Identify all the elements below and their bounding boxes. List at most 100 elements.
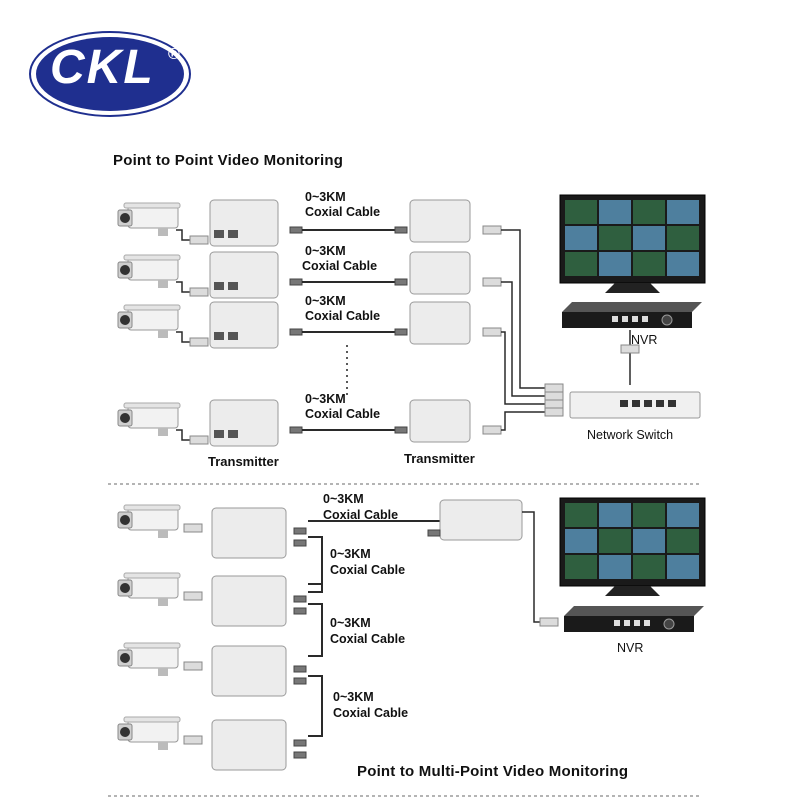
cable-line	[501, 281, 545, 397]
nvr-button	[634, 620, 640, 626]
cable-line	[308, 675, 323, 737]
camera-icon	[117, 642, 181, 676]
cable-line	[176, 429, 192, 441]
connector-icon	[544, 383, 564, 393]
connector-icon	[482, 425, 502, 435]
connector-icon	[544, 399, 564, 409]
device-port	[214, 282, 224, 290]
connector-icon	[189, 235, 209, 245]
s2-cable-type-4: Coxial Cable	[333, 706, 409, 720]
cable-line	[176, 331, 192, 343]
s2-cable-type-1: Coxial Cable	[323, 508, 399, 522]
monitor-tile	[565, 226, 597, 250]
bnc-connector-icon	[293, 607, 307, 615]
transmitter-left-label: Transmitter	[208, 454, 279, 469]
cable-line	[522, 511, 545, 623]
monitor-tile	[565, 200, 597, 224]
connector-icon	[482, 225, 502, 235]
s2-cable-distance-4: 0~3KM	[333, 690, 374, 704]
monitor-tile	[599, 503, 631, 527]
bnc-connector-icon	[394, 426, 408, 434]
monitor-tile	[667, 226, 699, 250]
cable-line	[308, 536, 323, 585]
monitor-stand	[605, 283, 660, 293]
transmitter-device	[209, 251, 279, 299]
connector-icon	[539, 617, 559, 627]
bnc-connector-icon	[289, 328, 303, 336]
switch-port	[632, 400, 640, 407]
logo-registered: ®	[168, 46, 180, 63]
nvr-top	[564, 606, 704, 616]
device-port	[214, 430, 224, 438]
s2-cable-distance-3: 0~3KM	[330, 616, 371, 630]
cable-line	[176, 281, 192, 293]
monitor-tile	[565, 252, 597, 276]
monitor-tile	[633, 200, 665, 224]
s1-cable-type-1: Coxial Cable	[305, 205, 381, 219]
s1-cable-type-2: Coxial Cable	[302, 259, 378, 273]
section1-title: Point to Point Video Monitoring	[113, 152, 344, 169]
bnc-connector-icon	[394, 278, 408, 286]
nvr-button	[622, 316, 628, 322]
nvr-label-bottom: NVR	[617, 641, 644, 655]
cable-line	[308, 603, 323, 657]
monitor-tile	[667, 252, 699, 276]
camera-icon	[117, 716, 181, 750]
connector-icon	[482, 327, 502, 337]
s1-cable-type-3: Coxial Cable	[305, 309, 381, 323]
multi-transmitter-device	[211, 575, 287, 627]
cable-line	[308, 584, 323, 593]
nvr-button	[644, 620, 650, 626]
bnc-connector-icon	[394, 226, 408, 234]
switch-port	[656, 400, 664, 407]
nvr-label-top: NVR	[631, 333, 658, 347]
bnc-connector-icon	[293, 595, 307, 603]
connector-icon	[189, 287, 209, 297]
monitor-tile	[599, 200, 631, 224]
bnc-connector-icon	[293, 677, 307, 685]
nvr-button	[642, 316, 648, 322]
monitor-tile	[667, 555, 699, 579]
connector-icon	[544, 391, 564, 401]
cable-line	[176, 229, 192, 241]
monitor-tile	[599, 226, 631, 250]
central-receiver-device	[439, 499, 523, 541]
camera-icon	[117, 402, 181, 436]
connector-icon	[183, 735, 203, 745]
nvr-button	[624, 620, 630, 626]
monitor-tile	[633, 555, 665, 579]
receiver-device	[409, 251, 471, 295]
network-switch-label: Network Switch	[587, 428, 674, 442]
switch-port	[668, 400, 676, 407]
connector-icon	[183, 661, 203, 671]
camera-icon	[117, 304, 181, 338]
bnc-connector-icon	[293, 527, 307, 535]
monitor-tile	[565, 555, 597, 579]
s2-cable-distance-1: 0~3KM	[323, 492, 364, 506]
monitor-tile	[633, 503, 665, 527]
connector-icon	[189, 337, 209, 347]
camera-icon	[117, 572, 181, 606]
transmitter-right-label: Transmitter	[404, 451, 475, 466]
nvr-button	[614, 620, 620, 626]
camera-icon	[117, 504, 181, 538]
monitor-tile	[667, 529, 699, 553]
s1-cable-distance-3: 0~3KM	[305, 294, 346, 308]
bnc-connector-icon	[293, 665, 307, 673]
connector-icon	[183, 591, 203, 601]
connector-icon	[620, 344, 640, 354]
ckl-logo	[29, 31, 191, 117]
cable-line	[501, 331, 545, 405]
monitor-tile	[633, 529, 665, 553]
receiver-device	[409, 301, 471, 345]
monitor-tile	[633, 252, 665, 276]
s1-cable-type-4: Coxial Cable	[305, 407, 381, 421]
logo-text: CKL	[50, 41, 155, 94]
connector-icon	[189, 435, 209, 445]
connector-icon	[544, 407, 564, 417]
multi-transmitter-device	[211, 719, 287, 771]
device-port	[228, 430, 238, 438]
switch-port	[644, 400, 652, 407]
